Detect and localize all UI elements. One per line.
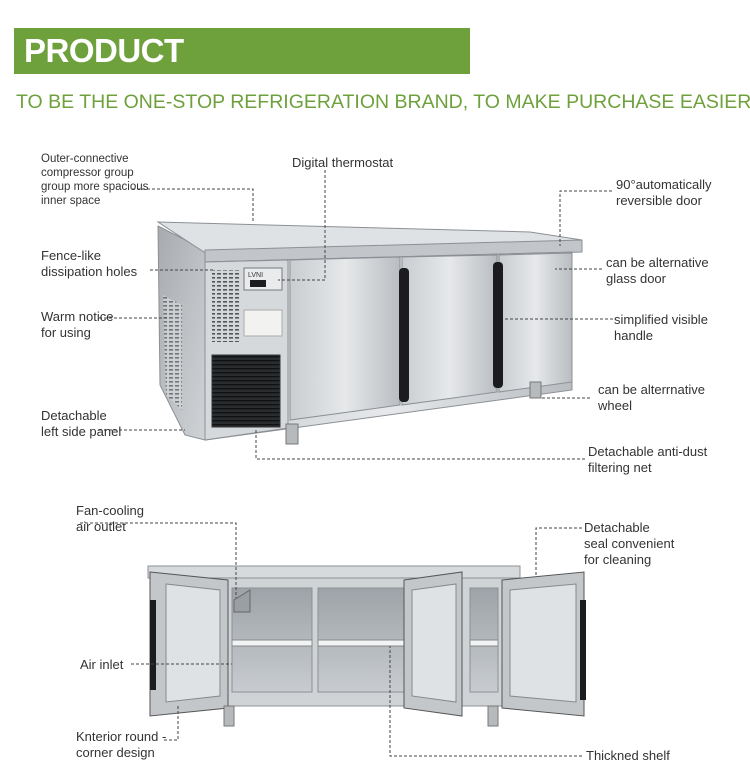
- fridge-open: [147, 565, 586, 727]
- page-title: PRODUCT INTERPRETATION: [14, 28, 470, 115]
- callout-side-panel: Detachable left side panel: [41, 408, 122, 439]
- callout-reversible-door: 90°automatically reversible door: [616, 177, 712, 208]
- fridge-closed: LVNI: [156, 221, 583, 445]
- callout-corner: Knterior round - corner design: [76, 729, 167, 760]
- top-leader-lines: [99, 170, 613, 460]
- callout-dissipation: Fence-like dissipation holes: [41, 248, 138, 279]
- callout-fan-outlet: Fan-cooling air outlet: [76, 503, 144, 534]
- bottom-leader-lines: [80, 522, 582, 757]
- callout-wheel: can be alterrnative wheel: [598, 382, 705, 413]
- callout-seal: Detachable seal convenient for cleaning: [584, 520, 675, 567]
- callout-shelf: Thickned shelf: [586, 748, 670, 763]
- callout-air-inlet: Air inlet: [80, 657, 124, 672]
- tagline: TO BE THE ONE-STOP REFRIGERATION BRAND, …: [16, 91, 750, 113]
- callout-handle: simplified visible handle: [614, 312, 708, 343]
- callout-thermostat: Digital thermostat: [292, 155, 394, 170]
- callout-glass-door: can be alternative glass door: [606, 255, 709, 286]
- callout-warm-notice: Warm notice for using: [41, 309, 114, 340]
- callout-compressor: Outer-connective compressor group group …: [41, 153, 149, 207]
- callout-filter-net: Detachable anti-dust filtering net: [588, 444, 708, 475]
- brand-logo: LVNI: [248, 272, 263, 279]
